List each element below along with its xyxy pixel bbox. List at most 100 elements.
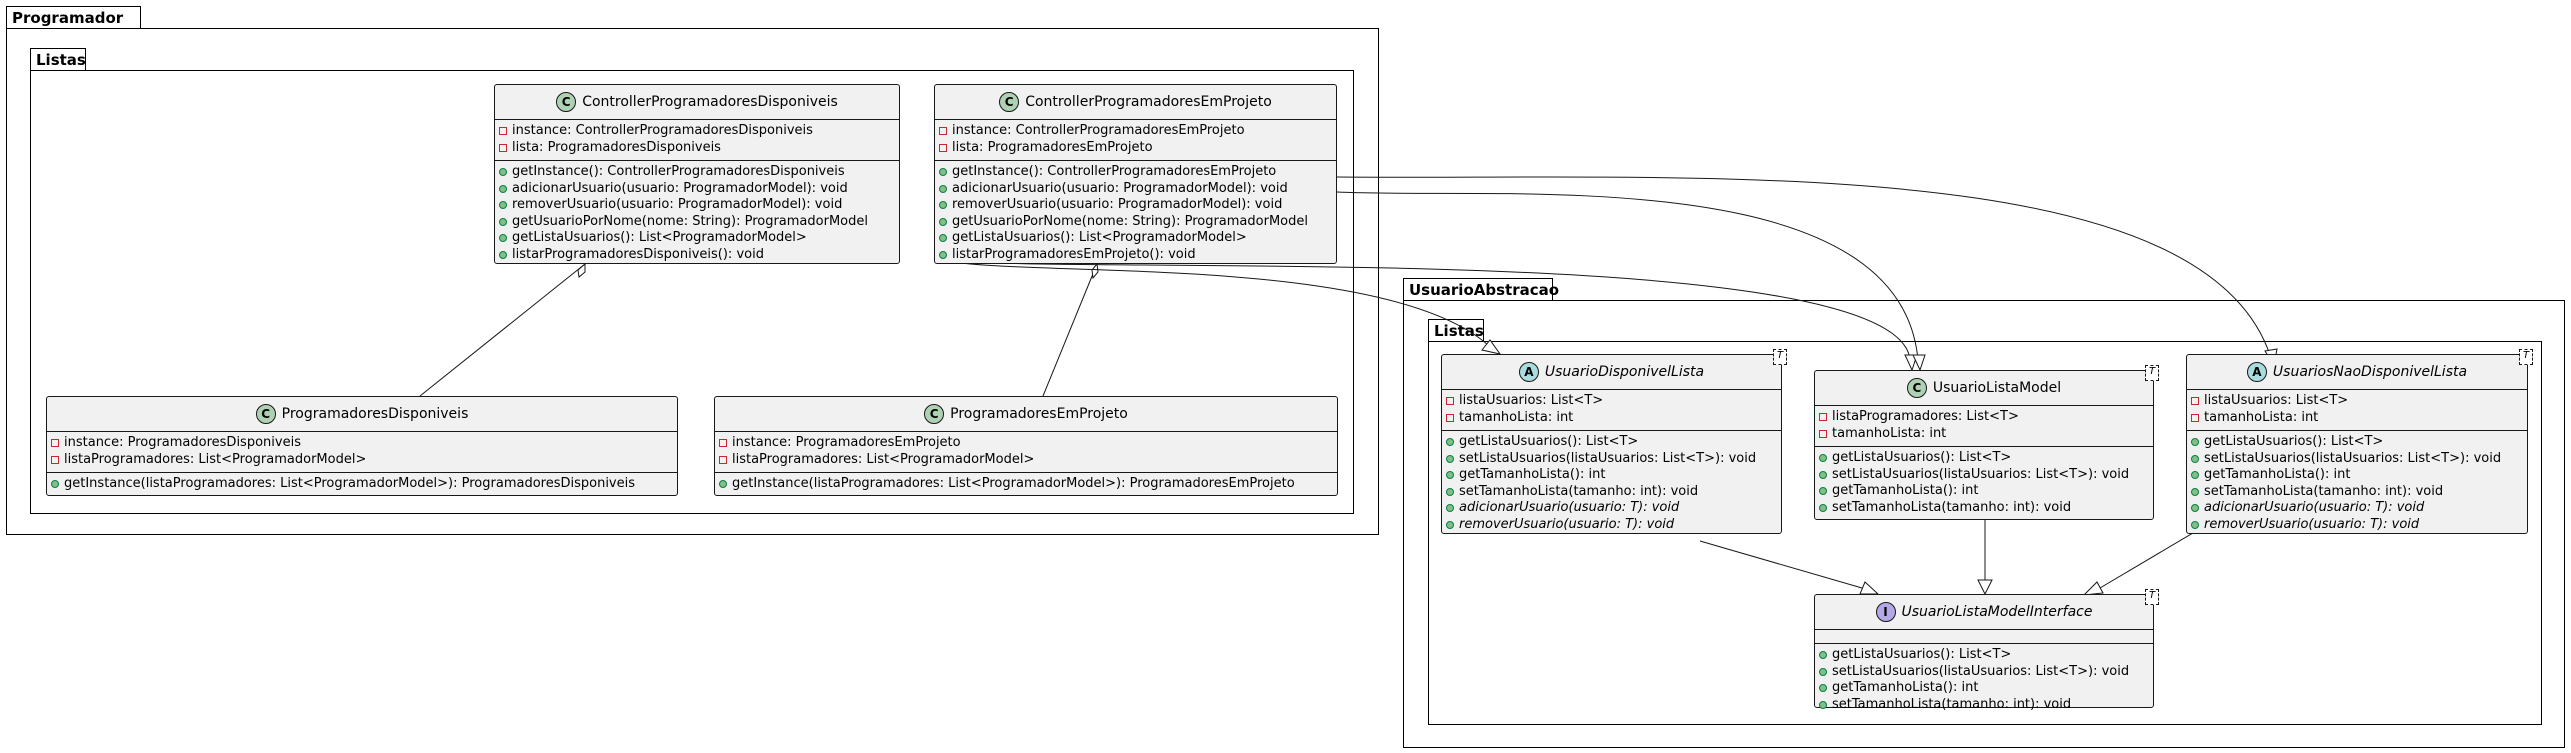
private-visibility-icon xyxy=(2191,413,2199,422)
method-row: setListaUsuarios(listaUsuarios: List<T>)… xyxy=(1819,664,2149,681)
public-visibility-icon xyxy=(1819,651,1827,660)
field-text: tamanhoLista: int xyxy=(1459,409,1574,425)
field-text: instance: ControllerProgramadoresEmProje… xyxy=(952,123,1245,138)
methods-section: getInstance(listaProgramadores: List<Pro… xyxy=(715,472,1337,497)
method-row: getTamanhoLista(): int xyxy=(1446,467,1777,484)
field-row: listaProgramadores: List<T> xyxy=(1819,409,2149,426)
public-visibility-icon xyxy=(2191,504,2199,513)
field-text: listaProgramadores: List<T> xyxy=(1832,409,2019,424)
class-controller-programadores-disponiveis[interactable]: C ControllerProgramadoresDisponiveis insta… xyxy=(494,84,900,264)
field-text: listaProgramadores: List<ProgramadorMode… xyxy=(732,451,1035,467)
package-tab-programador: Programador xyxy=(6,6,141,28)
stereotype-badge-icon: C xyxy=(924,404,945,424)
field-text: listaProgramadores: List<ProgramadorMode… xyxy=(64,451,367,467)
method-text: adicionarUsuario(usuario: T): void xyxy=(2204,500,2425,515)
method-row: getListaUsuarios(): List<T> xyxy=(1446,434,1777,451)
public-visibility-icon xyxy=(51,480,59,489)
arrowhead-usr-disp xyxy=(1481,339,1502,355)
public-visibility-icon xyxy=(1446,454,1454,463)
method-row: getTamanhoLista(): int xyxy=(1819,680,2149,697)
class-programadores-em-projeto[interactable]: C ProgramadoresEmProjeto instance: Program… xyxy=(714,396,1338,496)
method-text: getInstance(listaProgramadores: List<Pro… xyxy=(732,476,1295,491)
method-row: getListaUsuarios(): List<T> xyxy=(1819,647,2149,664)
edge-aggregation-emprojeto xyxy=(1042,263,1098,397)
private-visibility-icon xyxy=(1446,397,1454,406)
method-text: setListaUsuarios(listaUsuarios: List<T>)… xyxy=(1832,663,2130,679)
methods-section: getListaUsuarios(): List<T>setListaUsuar… xyxy=(1442,430,1781,537)
method-row: removerUsuario(usuario: T): void xyxy=(2191,517,2523,534)
package-usuario-abstracao xyxy=(1403,300,2565,748)
fields-section xyxy=(1815,630,2153,643)
edge-ctrl-disp-to-usr-disp xyxy=(933,257,1489,346)
public-visibility-icon xyxy=(499,201,507,210)
method-text: getInstance(listaProgramadores: List<Pro… xyxy=(64,476,636,491)
method-text: setTamanhoLista(tamanho: int): void xyxy=(1459,483,1699,499)
public-visibility-icon xyxy=(1819,454,1827,463)
stereotype-badge-icon: C xyxy=(999,92,1020,112)
method-text: getInstance(): ControllerProgramadoresEm… xyxy=(952,164,1277,179)
field-text: tamanhoLista: int xyxy=(2204,409,2319,425)
method-text: getInstance(): ControllerProgramadoresDi… xyxy=(512,164,845,179)
methods-section: getInstance(): ControllerProgramadoresEm… xyxy=(935,160,1336,267)
field-text: lista: ProgramadoresEmProjeto xyxy=(952,139,1153,155)
method-text: getTamanhoLista(): int xyxy=(1459,467,1606,482)
public-visibility-icon xyxy=(1446,438,1454,447)
fields-section: instance: ControllerProgramadoresEmProje… xyxy=(935,120,1336,160)
method-row: adicionarUsuario(usuario: T): void xyxy=(1446,500,1777,517)
methods-section: getInstance(): ControllerProgramadoresDi… xyxy=(495,160,899,267)
field-row: listaUsuarios: List<T> xyxy=(1446,393,1777,410)
method-text: setListaUsuarios(listaUsuarios: List<T>)… xyxy=(2204,450,2502,466)
stereotype-badge-icon: C xyxy=(255,404,276,424)
edge-usr-disp-to-iface xyxy=(1699,540,1863,589)
stereotype-badge-icon: A xyxy=(1518,362,1539,382)
fields-section: instance: ControllerProgramadoresDisponi… xyxy=(495,120,899,160)
method-row: setListaUsuarios(listaUsuarios: List<T>)… xyxy=(1446,451,1777,468)
field-row: lista: ProgramadoresDisponiveis xyxy=(499,140,895,157)
class-header: C ControllerProgramadoresDisponiveis xyxy=(495,85,899,120)
package-programador xyxy=(6,28,1379,535)
method-text: getTamanhoLista(): int xyxy=(2204,467,2351,482)
public-visibility-icon xyxy=(1819,503,1827,512)
public-visibility-icon xyxy=(2191,487,2199,496)
method-row: getInstance(listaProgramadores: List<Pro… xyxy=(719,476,1333,493)
fields-section: listaProgramadores: List<T>tamanhoLista:… xyxy=(1815,406,2153,446)
method-text: adicionarUsuario(usuario: T): void xyxy=(1459,500,1680,515)
stereotype-badge-icon: C xyxy=(556,92,577,112)
fields-section: listaUsuarios: List<T>tamanhoLista: int xyxy=(1442,390,1781,430)
method-row: listarProgramadoresDisponiveis(): void xyxy=(499,247,895,264)
arrowhead-iface-2 xyxy=(1977,579,1993,596)
stereotype-badge-icon: I xyxy=(1875,602,1896,622)
method-text: setTamanhoLista(tamanho: int): void xyxy=(1832,499,2072,515)
stereotype-badge-icon: A xyxy=(2246,362,2267,382)
fields-section: listaUsuarios: List<T>tamanhoLista: int xyxy=(2187,390,2527,430)
public-visibility-icon xyxy=(2191,520,2199,529)
public-visibility-icon xyxy=(499,234,507,243)
package-tab-usuario-abstracao: UsuarioAbstracao xyxy=(1403,278,1559,300)
method-text: getUsuarioPorNome(nome: String): Program… xyxy=(952,213,1308,229)
package-tab-programador-listas: Listas xyxy=(30,48,86,70)
field-row: listaProgramadores: List<ProgramadorMode… xyxy=(719,452,1333,469)
field-text: instance: ProgramadoresDisponiveis xyxy=(64,435,301,450)
class-name: ProgramadoresEmProjeto xyxy=(950,405,1128,422)
method-text: listarProgramadoresEmProjeto(): void xyxy=(952,246,1196,262)
method-row: adicionarUsuario(usuario: T): void xyxy=(2191,500,2523,517)
private-visibility-icon xyxy=(1446,413,1454,422)
field-text: instance: ControllerProgramadoresDisponi… xyxy=(512,123,813,138)
public-visibility-icon xyxy=(939,250,947,259)
method-row: getListaUsuarios(): List<T> xyxy=(1819,450,2149,467)
private-visibility-icon xyxy=(719,455,727,464)
private-visibility-icon xyxy=(499,143,507,152)
public-visibility-icon xyxy=(1446,487,1454,496)
class-name: ControllerProgramadoresDisponiveis xyxy=(582,93,838,110)
methods-section: getInstance(listaProgramadores: List<Pro… xyxy=(47,472,677,497)
field-row: instance: ControllerProgramadoresDisponi… xyxy=(499,123,895,140)
method-text: removerUsuario(usuario: T): void xyxy=(1459,516,1675,532)
edge-ctrl-disp-to-usr-model xyxy=(933,259,1911,361)
